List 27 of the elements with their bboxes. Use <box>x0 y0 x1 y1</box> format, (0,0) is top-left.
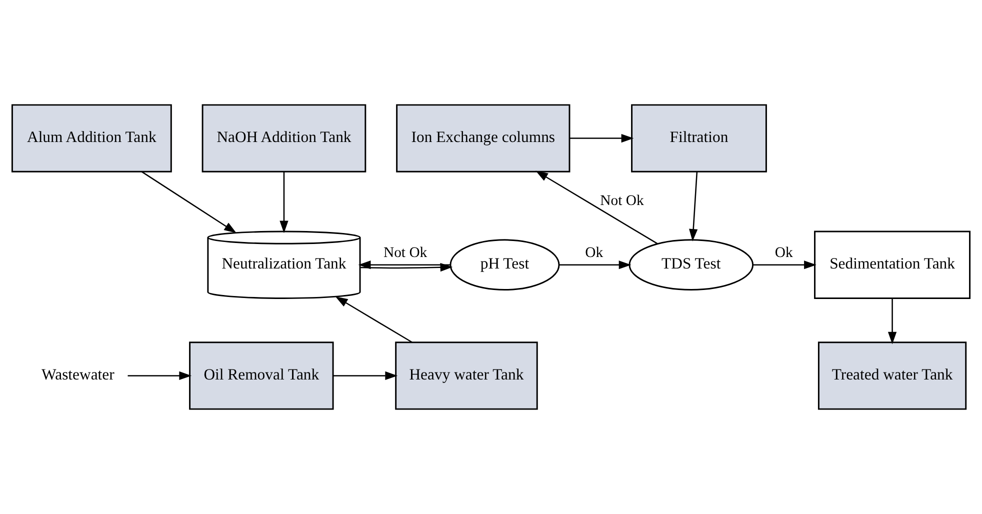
arrow <box>753 260 816 270</box>
arrow <box>280 172 288 234</box>
edge-label: Ok <box>585 245 604 261</box>
arrow <box>128 371 192 380</box>
node-box: Oil Removal Tank <box>189 342 334 410</box>
node-text: Wastewater <box>42 366 114 384</box>
arrow <box>358 260 450 270</box>
node-ellipse: TDS Test <box>628 239 754 291</box>
node-box: Treated water Tank <box>818 342 967 410</box>
node-box: Ion Exchange columns <box>396 104 570 172</box>
node-box: Heavy water Tank <box>395 342 538 410</box>
node-box: Filtration <box>631 104 767 172</box>
arrow <box>558 260 632 270</box>
arrow <box>570 134 634 143</box>
arrow <box>689 172 698 242</box>
edge-label: Not Ok <box>383 245 428 261</box>
edge-label: Ok <box>774 245 793 261</box>
node-box: Alum Addition Tank <box>11 104 172 172</box>
node-ellipse: pH Test <box>450 239 560 291</box>
arrow <box>141 171 236 234</box>
arrow <box>888 298 897 344</box>
edge-label: Not Ok <box>600 193 644 209</box>
node-box: NaOH Addition Tank <box>202 104 366 172</box>
arrow <box>335 296 412 343</box>
arrow <box>536 170 658 244</box>
node-box: Sedimentation Tank <box>814 230 971 299</box>
arrow <box>333 371 398 380</box>
